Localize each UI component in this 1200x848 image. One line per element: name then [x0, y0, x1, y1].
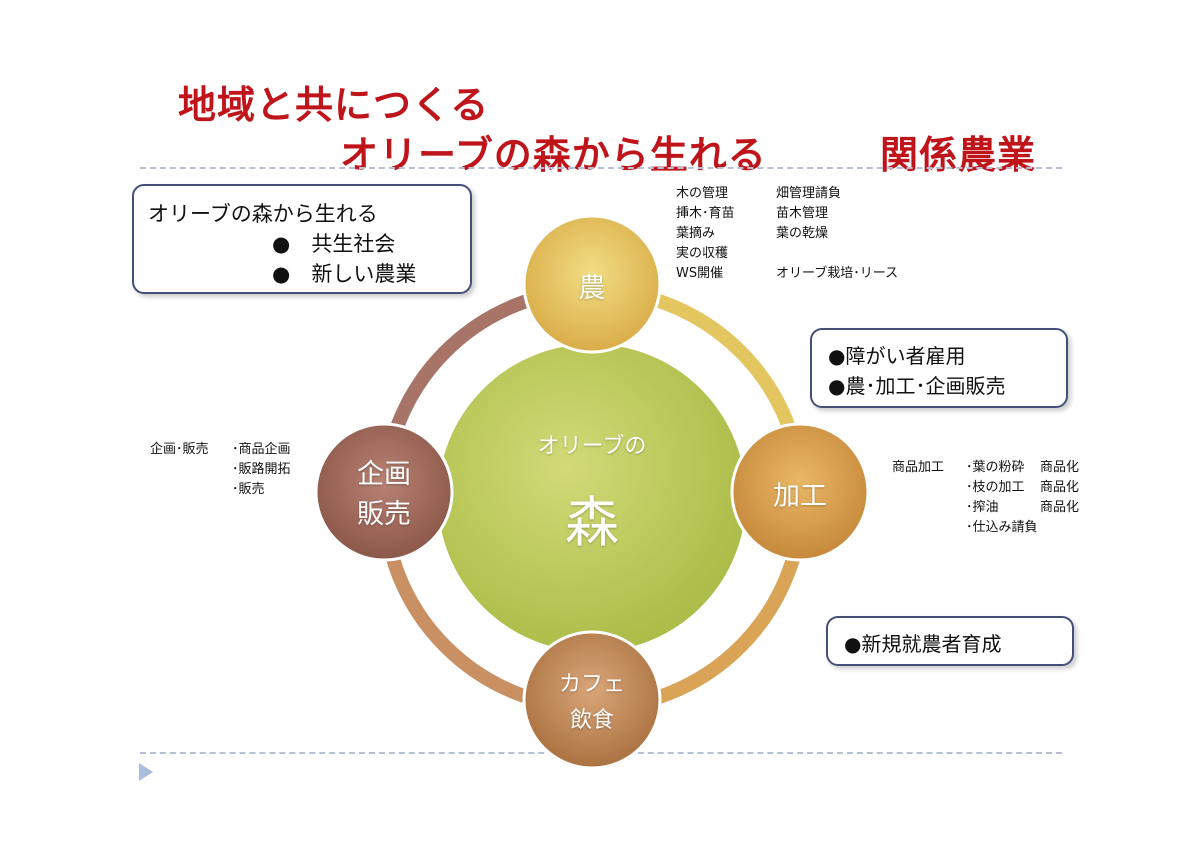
process-node-label: 加工: [773, 481, 827, 512]
process-notes-col1: ･葉の粉砕 ･枝の加工 ･搾油 ･仕込み請負: [966, 458, 1038, 538]
newfarmer-item: ●新規就農者育成: [844, 632, 1002, 656]
agri-node: [522, 214, 662, 354]
agri-notes-col1: 木の管理 挿木･育苗 葉摘み 実の収穫 WS開催: [676, 184, 735, 284]
process-note: ･仕込み請負: [966, 520, 1038, 535]
intro-item-1: ● 共生社会: [272, 232, 396, 256]
agri-note: 苗木管理: [776, 206, 829, 221]
title-line-2: オリーブの森から生れる: [340, 132, 767, 177]
sales-notes-label: 企画･販売: [150, 442, 209, 457]
intro-box: オリーブの森から生れる ● 共生社会 ● 新しい農業: [132, 184, 472, 294]
process-note: ･搾油: [966, 500, 999, 515]
process-notes-col2: 商品化 商品化 商品化: [1040, 458, 1079, 518]
agri-notes-col2: 畑管理請負 苗木管理 葉の乾燥 オリーブ栽培･リース: [776, 184, 898, 284]
title-line-1: 地域と共につくる: [178, 82, 490, 127]
cafe-node-label-2: 飲食: [569, 708, 614, 733]
sales-node-label-1: 企画: [357, 459, 411, 490]
agri-note: 木の管理: [676, 186, 729, 201]
agri-note: 挿木･育苗: [676, 206, 735, 221]
agri-note: 葉の乾燥: [776, 226, 829, 241]
process-node: [730, 422, 870, 562]
agri-note: [776, 244, 898, 264]
sales-note: ･販売: [232, 482, 265, 497]
agri-note: 畑管理請負: [776, 186, 842, 201]
employment-box: ●障がい者雇用 ●農･加工･企画販売: [810, 328, 1068, 408]
agri-note: WS開催: [676, 266, 724, 281]
employment-item-1: ●障がい者雇用: [828, 344, 966, 368]
sales-node: [314, 422, 454, 562]
center-caption: オリーブの: [537, 434, 647, 459]
cafe-node-label-1: カフェ: [558, 672, 625, 697]
newfarmer-box: ●新規就農者育成: [826, 616, 1074, 666]
title-line-3: 関係農業: [880, 132, 1037, 177]
center-main-label: 森: [565, 491, 619, 554]
agri-note: 実の収穫: [676, 246, 729, 261]
agri-note: 葉摘み: [676, 226, 716, 241]
sales-note: ･商品企画: [232, 442, 291, 457]
sales-note: ･販路開拓: [232, 462, 291, 477]
sales-notes-list: ･商品企画 ･販路開拓 ･販売: [232, 440, 291, 500]
process-note: 商品化: [1040, 480, 1080, 495]
agri-node-label: 農: [578, 273, 606, 304]
process-note: ･枝の加工: [966, 480, 1025, 495]
process-note: 商品化: [1040, 500, 1080, 515]
sales-node-label-2: 販売: [357, 499, 411, 530]
agri-note: オリーブ栽培･リース: [776, 266, 899, 281]
intro-heading: オリーブの森から生れる: [148, 202, 378, 226]
intro-item-2: ● 新しい農業: [272, 262, 417, 286]
top-divider: [140, 167, 1062, 169]
process-note: 商品化: [1040, 460, 1080, 475]
triangle-right-icon[interactable]: [138, 762, 154, 782]
employment-item-2: ●農･加工･企画販売: [828, 374, 1006, 398]
process-notes-label: 商品加工: [892, 460, 945, 475]
cafe-node: [522, 630, 662, 770]
process-note: ･葉の粉砕: [966, 460, 1025, 475]
